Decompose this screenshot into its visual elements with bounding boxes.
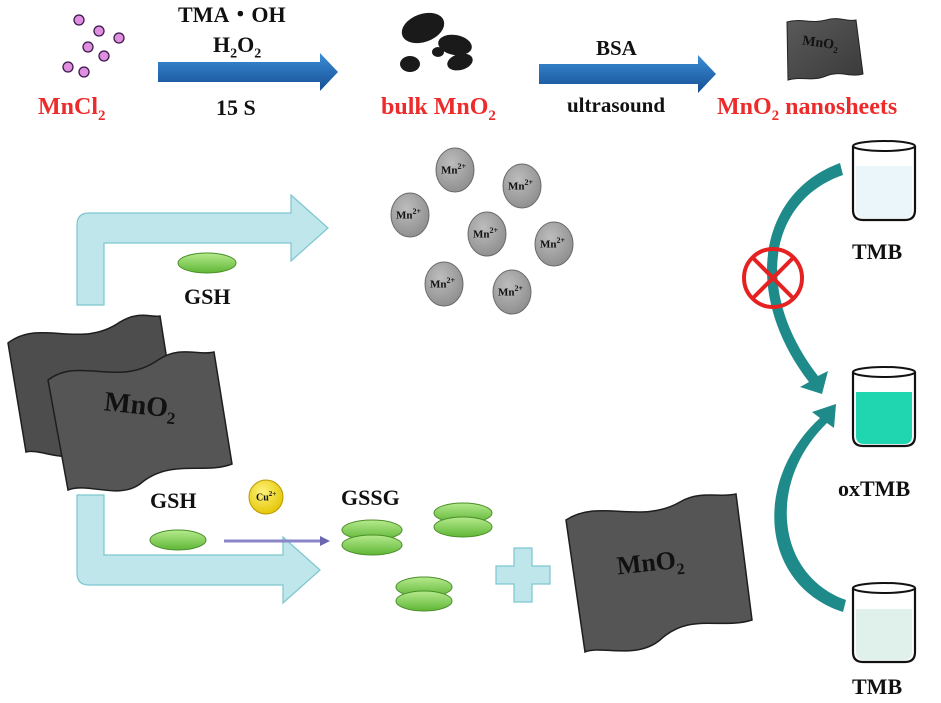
label-mn-ion: Mn2+ — [498, 284, 524, 299]
beaker-tmb-top — [851, 140, 917, 222]
mn-ion — [390, 192, 430, 238]
teal-arrow-blocked — [767, 163, 843, 394]
mn-ion — [424, 261, 464, 307]
label-oxtmb: oxTMB — [838, 476, 911, 501]
label-mno2-nanosheets: MnO2 nanosheets — [717, 94, 898, 124]
small-mno2-sheet — [786, 18, 864, 81]
gsh-molecule-lower — [149, 529, 207, 551]
flow-arrow-lower — [76, 494, 321, 605]
cu-ion — [248, 479, 284, 515]
mncl2-particles — [62, 14, 125, 78]
label-bsa: BSA — [596, 36, 637, 60]
mn-ion — [502, 163, 542, 209]
mn-ion — [534, 221, 574, 267]
gsh-molecule-upper — [177, 252, 237, 274]
flow-arrow-upper — [76, 193, 329, 306]
label-time: 15 S — [216, 95, 256, 120]
mn-ion — [435, 147, 475, 193]
beaker-oxtmb — [851, 366, 917, 448]
label-gssg: GSSG — [341, 485, 400, 510]
mno2-sheet-right — [565, 493, 753, 654]
gssg-molecule — [341, 519, 403, 556]
label-tmb-top: TMB — [852, 239, 903, 264]
synthesis-arrow-1 — [158, 53, 338, 91]
blocked-icon — [742, 247, 804, 309]
label-gsh-lower: GSH — [150, 488, 197, 513]
label-mn-ion: Mn2+ — [430, 276, 456, 291]
bulk-mno2-blobs — [400, 12, 473, 72]
gssg-molecule — [395, 576, 453, 612]
label-gsh-upper: GSH — [184, 284, 231, 309]
synthesis-arrow-2 — [539, 55, 716, 93]
label-tmb-bottom: TMB — [852, 674, 903, 699]
mn-ion — [492, 269, 532, 315]
label-mn-ion: Mn2+ — [540, 236, 566, 251]
label-ultrasound: ultrasound — [567, 93, 666, 117]
label-mn-ion: Mn2+ — [396, 207, 422, 222]
beaker-tmb-bottom — [851, 582, 917, 664]
label-h2o2: H2O2 — [213, 32, 262, 62]
label-cu-ion: Cu2+ — [256, 490, 277, 504]
label-mncl2: MnCl2 — [38, 94, 106, 124]
label-mn-ion: Mn2+ — [473, 226, 499, 241]
label-bulk-mno2: bulk MnO2 — [381, 94, 496, 124]
label-mn-ion: Mn2+ — [441, 162, 467, 177]
mno2-sheet-front — [47, 351, 233, 492]
teal-arrow-oxidation — [774, 404, 846, 612]
label-tma-oh: TMA・OH — [178, 2, 286, 27]
mn-ions-group — [390, 147, 574, 315]
gssg-molecule — [433, 502, 493, 538]
mn-ion — [467, 211, 507, 257]
label-mn-ion: Mn2+ — [508, 178, 534, 193]
reaction-arrow-thin — [224, 536, 330, 546]
plus-icon — [495, 547, 551, 603]
